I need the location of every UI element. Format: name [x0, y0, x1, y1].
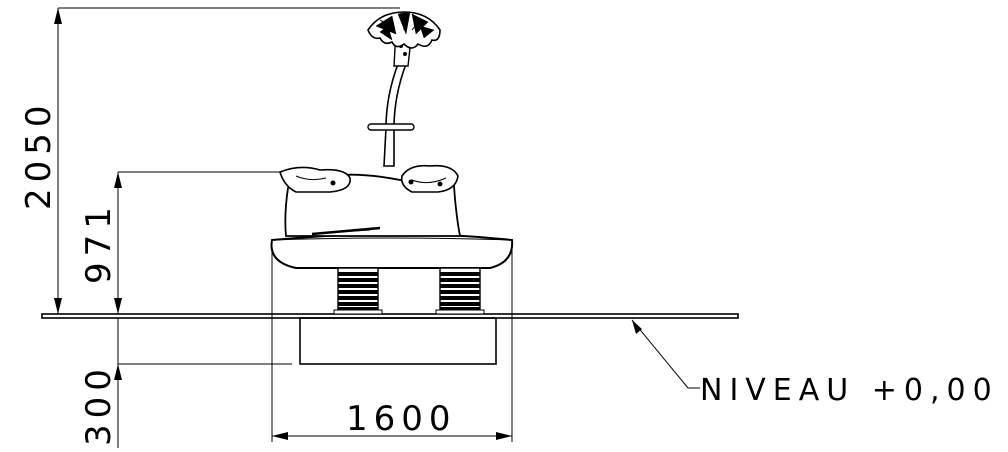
dim-total-height-text: 2050 — [19, 99, 59, 210]
ground-level-label: NIVEAU +0,00 — [700, 373, 999, 408]
spring-right — [439, 267, 481, 313]
dim-seat-height-text: 971 — [79, 201, 119, 284]
body-detail — [311, 226, 381, 236]
palm-top — [367, 11, 441, 67]
dimension-seat-height — [114, 171, 282, 314]
dim-foundation-depth-text: 300 — [79, 363, 119, 446]
right-figure — [400, 164, 459, 193]
dimension-total-height — [54, 7, 400, 314]
spring-left — [337, 267, 379, 313]
left-figure — [279, 166, 351, 193]
dim-base-width-text: 1600 — [346, 399, 457, 439]
dimension-foundation-depth — [114, 318, 292, 448]
ground-level-leader — [631, 319, 700, 389]
spring-foot-right — [435, 309, 485, 315]
dimension-base-width — [271, 246, 513, 442]
base-plate-top-line — [271, 237, 513, 241]
body-detail-2 — [339, 229, 371, 233]
palm-stem — [367, 63, 415, 167]
spring-foot-left — [333, 309, 383, 315]
foundation-block — [299, 317, 497, 365]
